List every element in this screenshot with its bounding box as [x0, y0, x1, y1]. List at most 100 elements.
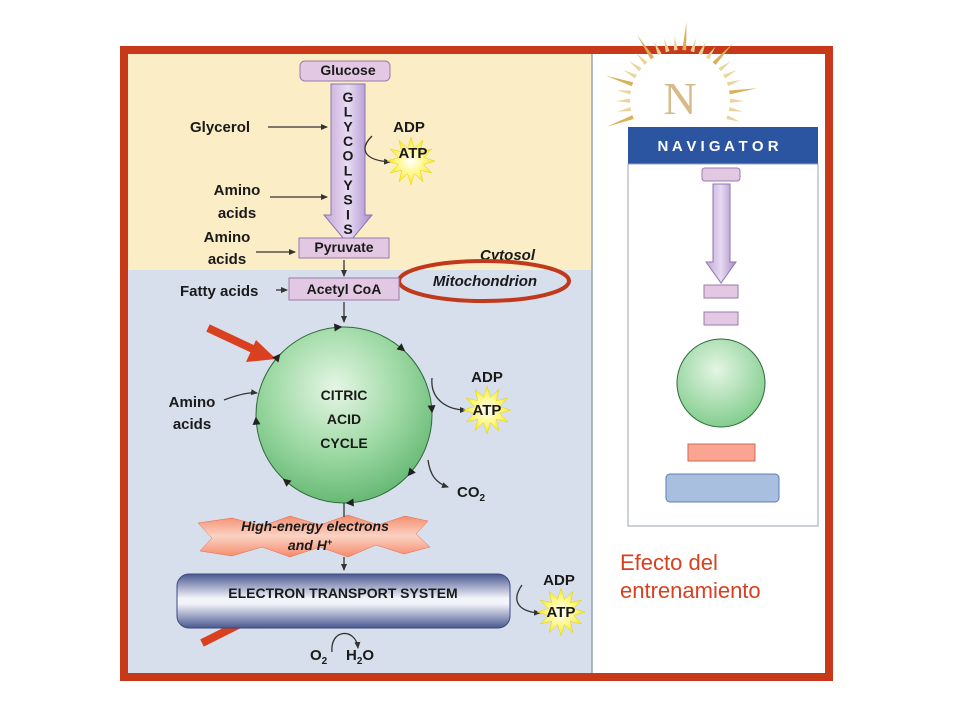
electron-transport-system-bar [176, 573, 511, 629]
navigator-ray [682, 22, 687, 51]
navigator-ray [616, 90, 631, 95]
navigator-ray [729, 88, 758, 95]
cycle-arrowhead [427, 405, 436, 414]
caption-line2: entrenamiento [620, 578, 761, 603]
atp-star-ets [536, 587, 586, 637]
cycle-atp-label: ATP [473, 402, 502, 419]
electrons-label-line1: High-energy electrons [241, 518, 389, 534]
navigator-ray [606, 115, 634, 127]
glycerol-label: Glycerol [190, 119, 250, 136]
pyruvate-box [298, 237, 390, 259]
amino-acids-2-line1: Amino [204, 229, 251, 246]
amino-acids-3-line2: acids [173, 416, 211, 433]
amino-acids-1-line1: Amino [214, 182, 261, 199]
cycle-arrowhead [407, 467, 416, 477]
ets-atp-label: ATP [547, 604, 576, 621]
nav-mini-acetyl-box [703, 311, 739, 326]
navigator-ray [629, 61, 642, 72]
glycolysis-letter: L [344, 104, 353, 120]
amino-acids-2-line2: acids [208, 251, 246, 268]
cycle-label-line1: CITRIC [321, 387, 368, 403]
navigator-ray [712, 43, 734, 65]
navigator-ray [664, 38, 670, 53]
acetyl-coa-label: Acetyl CoA [307, 281, 382, 297]
co2-arrow [427, 459, 449, 488]
nav-mini-pyruvate-box [703, 284, 739, 299]
glycolysis-letter: L [344, 162, 353, 178]
nav-mini-electrons-box [687, 443, 756, 462]
navigator-logo-letter: N [663, 73, 696, 124]
navigator-ray [636, 53, 648, 65]
h2o-label: H2O [346, 647, 374, 667]
glycolysis-letter: C [343, 133, 353, 149]
glycolysis-adp-arrow [364, 135, 391, 165]
glycolysis-letter: S [343, 192, 352, 208]
cycle-arrowhead [282, 478, 292, 487]
amino-acids-1-line2: acids [218, 205, 256, 222]
red-pointer-arrow-cycle [206, 324, 276, 362]
navigator-ray [617, 107, 632, 112]
ets-label: ELECTRON TRANSPORT SYSTEM [228, 585, 457, 601]
glycolysis-letter: O [343, 148, 354, 164]
navigator-ray [726, 115, 741, 122]
glycolysis-letter: Y [343, 118, 353, 134]
cycle-direction-arrows [252, 323, 436, 507]
navigator-ray [690, 38, 696, 53]
cycle-arrowhead [334, 323, 343, 332]
cycle-adp-arrow [431, 377, 467, 413]
atp-star-glycolysis [386, 136, 436, 186]
ets-adp-arrow [516, 584, 541, 616]
o2-label: O2 [310, 647, 328, 667]
fatty-acids-label: Fatty acids [180, 283, 258, 300]
acetyl-coa-box [288, 277, 400, 301]
navigator-ray [728, 107, 743, 112]
navigator-sunburst-icon [605, 22, 758, 127]
glycolysis-letter: I [346, 206, 350, 222]
navigator-ray [673, 36, 678, 51]
atp-star-cycle [462, 385, 512, 435]
navigator-ray [705, 46, 716, 60]
navigator-ray [637, 34, 655, 60]
navigator-ray [723, 70, 737, 79]
o2-to-h2o-arrow [331, 632, 361, 653]
cycle-label-line2: ACID [327, 411, 361, 427]
amino-acids-3-arrow [223, 389, 258, 401]
navigator-title-bar [628, 127, 818, 164]
navigator-title: N A V I G A T O R [657, 138, 778, 155]
outer-frame [120, 46, 833, 681]
cycle-adp-label: ADP [471, 369, 503, 386]
navigator-ray [726, 79, 741, 87]
glycolysis-letter: G [343, 89, 354, 105]
glucose-box [299, 60, 391, 82]
co2-label: CO2 [457, 484, 486, 504]
glycolysis-adp-label: ADP [393, 119, 425, 136]
cycle-arrowhead [345, 498, 354, 507]
caption-line1: Efecto del [620, 550, 718, 575]
navigator-ray [623, 70, 637, 79]
glycolysis-letter: S [343, 221, 352, 237]
glycolysis-atp-label: ATP [399, 145, 428, 162]
navigator-ray [616, 98, 631, 103]
navigator-ray [698, 41, 706, 56]
mitochondrion-label: Mitochondrion [433, 273, 537, 290]
glycolysis-letter: Y [343, 177, 353, 193]
nav-mini-glycolysis-arrow [705, 183, 737, 284]
cycle-label-line3: CYCLE [320, 435, 367, 451]
nav-mini-cycle-circle [676, 338, 766, 428]
nav-mini-glucose-box [701, 167, 741, 182]
pyruvate-label: Pyruvate [314, 239, 373, 255]
navigator-ray [729, 98, 744, 103]
navigator-ray [605, 75, 634, 87]
high-energy-electrons-burst [197, 514, 431, 558]
electrons-label-line2: and H+ [288, 537, 333, 553]
glucose-label: Glucose [320, 62, 375, 78]
ets-adp-label: ADP [543, 572, 575, 589]
cycle-arrowhead [396, 343, 406, 352]
amino-acids-3-line1: Amino [169, 394, 216, 411]
navigator-ray [654, 41, 662, 56]
glycolysis-arrow [322, 83, 374, 245]
navigator-ray [718, 61, 731, 72]
nav-mini-ets-box [665, 473, 780, 503]
